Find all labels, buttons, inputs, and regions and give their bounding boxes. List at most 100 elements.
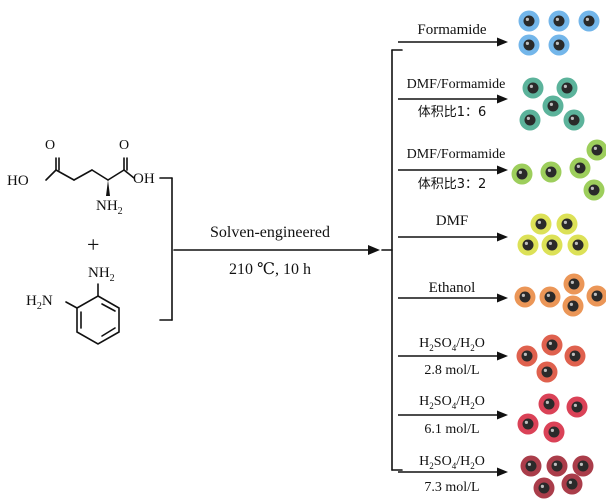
particle: [578, 10, 600, 32]
particle-highlight: [573, 403, 578, 407]
particle: [518, 34, 540, 56]
particle: [548, 10, 570, 32]
particle-core: [544, 291, 556, 303]
particle: [569, 157, 591, 179]
particle-highlight: [525, 17, 530, 21]
product-4-solvent: DMF: [435, 213, 469, 229]
particle: [586, 139, 606, 161]
particle-core: [546, 239, 558, 251]
particle: [538, 393, 560, 415]
particle-core: [577, 460, 589, 472]
particle: [562, 295, 584, 317]
particle-highlight: [563, 220, 568, 224]
particle-core: [553, 15, 565, 27]
product-3-ratio: 体积比3：2: [417, 177, 487, 192]
particle: [511, 163, 533, 185]
acid-bond: [45, 169, 57, 181]
product-arrowhead: [497, 293, 508, 303]
acid-o-left: O: [45, 138, 56, 153]
particle-core: [522, 239, 534, 251]
particle-core: [523, 15, 535, 27]
particle-highlight: [545, 400, 550, 404]
particle-highlight: [546, 293, 551, 297]
particle: [563, 273, 585, 295]
product-2-ratio: 体积比1：6: [417, 105, 487, 120]
particle: [518, 10, 540, 32]
particle: [517, 413, 539, 435]
particle-core: [572, 239, 584, 251]
particle-highlight: [555, 41, 560, 46]
particle-highlight: [548, 341, 553, 345]
product-arrowhead: [497, 232, 508, 242]
particle: [586, 285, 606, 307]
particle-core: [568, 278, 580, 290]
particle-highlight: [593, 292, 598, 296]
particle-core: [541, 366, 553, 378]
acid-o-right: O: [119, 138, 130, 153]
acid-oh: OH: [133, 171, 155, 187]
stereo-wedge: [106, 180, 110, 196]
particle: [539, 286, 561, 308]
product-arrows: [398, 37, 508, 477]
particle-highlight: [579, 462, 584, 466]
product-arrowhead: [497, 467, 508, 477]
particle: [520, 455, 542, 477]
particle: [514, 286, 536, 308]
product-arrowhead: [497, 165, 508, 175]
particle-highlight: [524, 241, 529, 245]
particle-core: [547, 100, 559, 112]
plus-sign: +: [87, 232, 100, 257]
particle-core: [548, 426, 560, 438]
particle-highlight: [550, 428, 555, 432]
particle: [556, 77, 578, 99]
benzene-double-bond: [101, 327, 116, 337]
product-arrowhead: [497, 351, 508, 361]
product-8-solvent: H2SO4/H2O: [419, 454, 485, 471]
acid-bond: [123, 169, 135, 179]
particle-core: [591, 144, 603, 156]
particle: [563, 109, 585, 131]
product-6-conc: 2.8 mol/L: [424, 363, 480, 378]
condition-bottom: 210 ℃, 10 h: [229, 261, 311, 278]
particle-highlight: [569, 302, 574, 306]
particle-highlight: [527, 462, 532, 466]
product-3-solvent: DMF/Formamide: [406, 147, 506, 162]
main-arrowhead: [368, 245, 380, 255]
particle: [561, 473, 583, 495]
acid-bond: [91, 169, 109, 181]
acid-ho: HO: [7, 173, 29, 189]
particle: [543, 421, 565, 443]
diamine-bond: [65, 301, 78, 309]
particle-core: [566, 478, 578, 490]
particle-core: [521, 350, 533, 362]
acid-bond: [73, 169, 93, 181]
particle-highlight: [548, 241, 553, 245]
particle-core: [569, 350, 581, 362]
particle-highlight: [518, 170, 523, 174]
particle-highlight: [523, 352, 528, 356]
diamine-h2n: H2N: [26, 293, 53, 312]
particle-core: [553, 39, 565, 51]
particle-core: [519, 291, 531, 303]
particle: [564, 345, 586, 367]
particle-highlight: [571, 352, 576, 356]
particle-highlight: [570, 280, 575, 284]
product-6-solvent: H2SO4/H2O: [419, 336, 485, 353]
product-particles: [511, 10, 606, 499]
product-7-solvent: H2SO4/H2O: [419, 394, 485, 411]
diamine-nh2: NH2: [88, 265, 115, 284]
particle: [541, 334, 563, 356]
particle-highlight: [524, 420, 529, 424]
particle: [541, 234, 563, 256]
condition-top: Solven-engineered: [210, 224, 330, 241]
particle-core: [527, 82, 539, 94]
particle-highlight: [553, 462, 558, 466]
particle: [536, 361, 558, 383]
particle: [517, 234, 539, 256]
product-arrowhead: [497, 94, 508, 104]
particle-highlight: [570, 116, 575, 120]
particle-core: [568, 114, 580, 126]
particle-highlight: [576, 164, 581, 168]
particle-highlight: [563, 84, 568, 88]
